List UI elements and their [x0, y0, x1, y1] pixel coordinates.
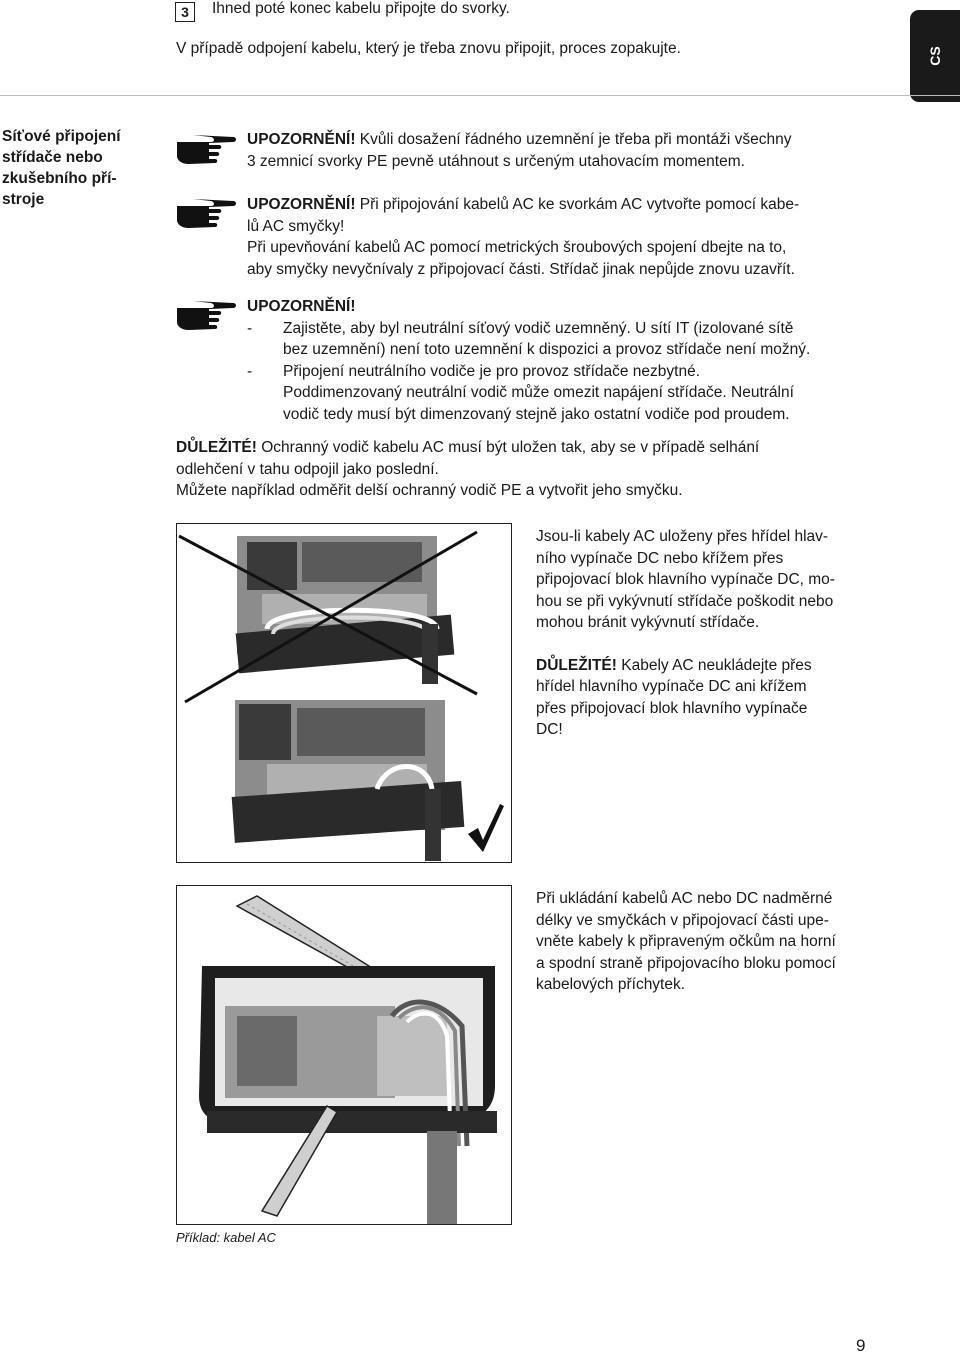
header-divider [0, 95, 960, 96]
bullet-text: vodič tedy musí být dimenzovaný stejně j… [283, 405, 790, 423]
warning-text: lů AC smyčky! [247, 217, 345, 235]
cable-routing-illustration [178, 530, 478, 861]
important-text: Můžete například odměřit delší ochranný … [176, 482, 683, 499]
warning-text: aby smyčky nevyčnívaly z připojovací čás… [247, 260, 795, 278]
bullet-text: Poddimenzovaný neutrální vodič může omez… [283, 384, 794, 401]
warning-title: UPOZORNĚNÍ! [247, 298, 356, 315]
description-text: ního vypínače DC nebo křížem přes [536, 549, 784, 567]
pointing-hand-icon [177, 199, 236, 228]
section-heading-line: zkušebního pří- [2, 170, 117, 187]
important-text: Kabely AC neukládejte přes [616, 656, 812, 674]
description-text: délky ve smyčkách v připojovací části up… [536, 911, 829, 929]
description-text: hou se při vykývnutí střídače poškodit n… [536, 592, 834, 610]
warning-text: Při upevňování kabelů AC pomocí metrický… [247, 239, 787, 256]
description-text: a spodní straně připojovacího bloku pomo… [536, 954, 836, 972]
cross-mark [184, 530, 478, 704]
cross-mark [178, 534, 478, 696]
warning-block: UPOZORNĚNÍ! - Zajistěte, aby byl neutrál… [247, 296, 887, 425]
section-heading-line: Síťové připojení [2, 128, 121, 145]
important-text: DC! [536, 721, 563, 738]
step-text: Ihned poté konec kabelu připojte do svor… [212, 0, 510, 17]
important-title: DŮLEŽITÉ! [176, 439, 257, 456]
language-tab: CS [910, 10, 960, 102]
section-heading: Síťové připojení střídače nebo zkušebníh… [2, 126, 152, 210]
section-heading-line: střídače nebo [2, 149, 103, 166]
checkmark-icon [468, 804, 504, 852]
warning-title: UPOZORNĚNÍ! [247, 196, 356, 213]
description-text: Jsou-li kabely AC uloženy přes hřídel hl… [536, 528, 829, 545]
language-tab-label: CS [927, 46, 943, 66]
warning-text: Kvůli dosažení řádného uzemnění je třeba… [355, 131, 792, 148]
cable-tie-illustration [199, 895, 497, 1224]
bullet-text: bez uzemnění) není toto uzemnění k dispo… [283, 341, 811, 358]
important-text: přes připojovací blok hlavního vypínače [536, 699, 808, 717]
bullet-dash: - [247, 362, 253, 380]
bullet-text: Připojení neutrálního vodiče je pro prov… [283, 362, 701, 380]
important-text: Ochranný vodič kabelu AC musí být uložen… [256, 439, 760, 456]
figure-caption: Příklad: kabel AC [176, 1230, 276, 1245]
warning-block: UPOZORNĚNÍ! Kvůli dosažení řádného uzemn… [247, 129, 887, 172]
bullet-dash: - [247, 319, 253, 337]
description-text: kabelových příchytek. [536, 976, 686, 993]
warning-text: 3 zemnicí svorky PE pevně utáhnout s urč… [247, 152, 745, 170]
warning-block: UPOZORNĚNÍ! Při připojování kabelů AC ke… [247, 194, 887, 280]
important-title: DŮLEŽITÉ! [536, 656, 617, 674]
page-number: 9 [856, 1336, 866, 1355]
warning-text: Při připojování kabelů AC ke svorkám AC … [355, 196, 800, 213]
figure-cable-routing [176, 523, 512, 863]
important-note: DŮLEŽITÉ! Ochranný vodič kabelu AC musí … [176, 437, 876, 502]
important-text: hřídel hlavního vypínače DC ani křížem [536, 678, 807, 695]
bullet-text: Zajistěte, aby byl neutrální síťový vodi… [283, 319, 794, 337]
warning-title: UPOZORNĚNÍ! [247, 131, 356, 148]
figure2-description: Při ukládání kabelů AC nebo DC nadměrné … [536, 888, 881, 996]
pointing-hand-icon [177, 135, 236, 164]
warning-bullet: - Připojení neutrálního vodiče je pro pr… [247, 361, 887, 426]
description-text: vněte kabely k připraveným očkům na horn… [536, 933, 836, 950]
pointing-hand-icon [177, 301, 236, 330]
warning-bullet: - Zajistěte, aby byl neutrální síťový vo… [247, 318, 887, 361]
section-heading-line: stroje [2, 191, 45, 208]
figure1-description: Jsou-li kabely AC uloženy přes hřídel hl… [536, 526, 881, 741]
important-text: odlehčení v tahu odpojil jako poslední. [176, 460, 439, 478]
description-text: mohou bránit vykývnutí střídače. [536, 614, 760, 631]
figure-cable-ties [176, 885, 512, 1225]
description-text: Při ukládání kabelů AC nebo DC nadměrné [536, 890, 833, 907]
description-text: připojovací blok hlavního vypínače DC, m… [536, 571, 835, 588]
step-number-box: 3 [175, 2, 195, 22]
repeat-note: V případě odpojení kabelu, který je třeb… [176, 40, 681, 57]
